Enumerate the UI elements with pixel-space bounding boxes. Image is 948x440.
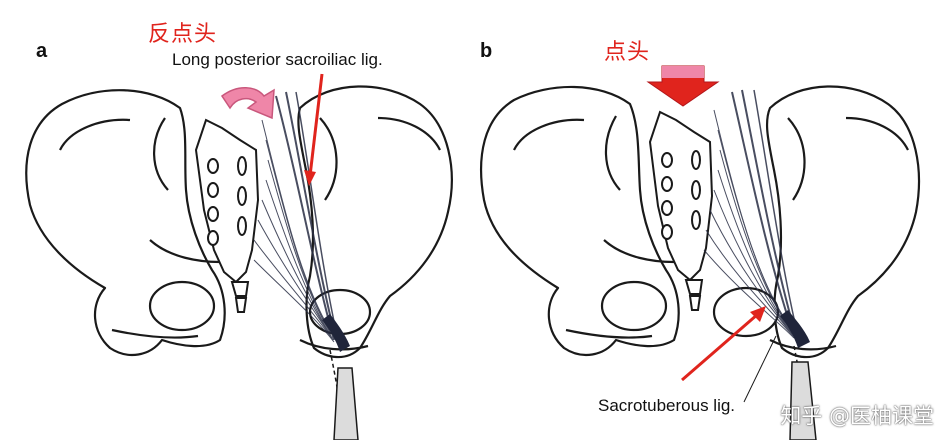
panel-b: b 点头 Sacrotuberous lig. [474, 0, 948, 440]
pelvis-drawing-a [25, 73, 453, 440]
sacrotuberous-band-a [322, 314, 350, 352]
pelvis-drawing-b [480, 65, 921, 440]
long-posterior-sacroiliac-lig-label: Long posterior sacroiliac lig. [172, 50, 383, 69]
sacrotuberous-lig-label: Sacrotuberous lig. [598, 396, 736, 415]
ligament-fibres-a [253, 91, 339, 343]
panel-letter-b: b [480, 40, 493, 62]
sacrotuberous-band-b [780, 310, 810, 348]
coccyx [684, 279, 704, 295]
red-pointer-arrow-a [308, 73, 324, 177]
coccyx [230, 281, 250, 297]
counter-nutation-curved-arrow [220, 87, 275, 120]
left-obturator [600, 280, 668, 332]
panel-letter-a: a [36, 40, 48, 62]
ligament-fibres-b [703, 89, 799, 339]
femur-shaft-b [789, 361, 817, 440]
panel-a: a 反点头 Long posterior sacroiliac lig. [25, 22, 453, 440]
counter-nutation-label: 反点头 [148, 22, 218, 47]
left-obturator [148, 280, 216, 332]
femur-shaft-a [333, 367, 359, 440]
source-watermark: 知乎 @医柚课堂 [780, 404, 934, 428]
red-pointer-arrow-b [681, 312, 759, 382]
nutation-label: 点头 [604, 40, 651, 65]
sacrum [648, 110, 714, 282]
